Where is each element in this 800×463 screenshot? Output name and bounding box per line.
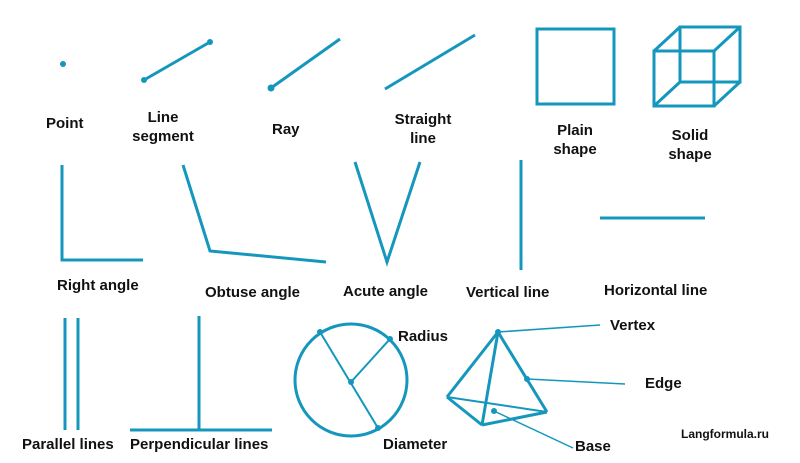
plain-shape-square xyxy=(535,27,616,106)
label-plain-shape: Plain shape xyxy=(530,121,620,159)
label-straight-line-line1: Straight xyxy=(394,111,452,128)
circle-figure xyxy=(293,322,409,438)
line-segment-figure xyxy=(141,39,213,83)
perpendicular-lines-figure xyxy=(130,316,272,432)
label-ray: Ray xyxy=(272,121,300,138)
label-line-segment-line2: segment xyxy=(132,128,194,145)
label-line-segment: Line segment xyxy=(118,108,208,146)
label-vertical-line: Vertical line xyxy=(466,284,550,301)
label-diameter: Diameter xyxy=(383,436,448,453)
label-plain-shape-line1: Plain xyxy=(557,122,593,139)
credit-text: Langformula.ru xyxy=(681,427,770,441)
solid-shape-cube xyxy=(652,25,742,108)
right-angle-figure xyxy=(60,165,143,262)
obtuse-angle-figure xyxy=(181,164,327,264)
label-perpendicular-lines: Perpendicular lines xyxy=(130,436,269,453)
point-figure xyxy=(60,61,66,67)
acute-angle-figure xyxy=(353,161,422,267)
label-solid-shape: Solid shape xyxy=(645,126,735,164)
label-parallel-lines: Parallel lines xyxy=(22,436,114,453)
label-point: Point xyxy=(46,115,84,132)
label-edge: Edge xyxy=(645,375,682,392)
label-plain-shape-line2: shape xyxy=(553,141,597,158)
label-obtuse-angle: Obtuse angle xyxy=(205,284,301,301)
straight-line-figure xyxy=(384,33,476,91)
label-straight-line: Straight line xyxy=(378,110,468,148)
label-right-angle: Right angle xyxy=(57,277,139,294)
parallel-lines-figure xyxy=(63,318,80,430)
label-solid-shape-line1: Solid xyxy=(671,127,709,144)
label-line-segment-line1: Line xyxy=(147,109,179,126)
label-acute-angle: Acute angle xyxy=(343,283,429,300)
pyramid-figure xyxy=(445,324,626,449)
label-solid-shape-line2: shape xyxy=(668,146,712,163)
label-base: Base xyxy=(575,438,611,455)
label-straight-line-line2: line xyxy=(410,130,436,147)
label-radius: Radius xyxy=(398,328,449,345)
label-horizontal-line: Horizontal line xyxy=(604,282,708,299)
label-vertex: Vertex xyxy=(610,317,656,334)
ray-figure xyxy=(267,37,341,92)
